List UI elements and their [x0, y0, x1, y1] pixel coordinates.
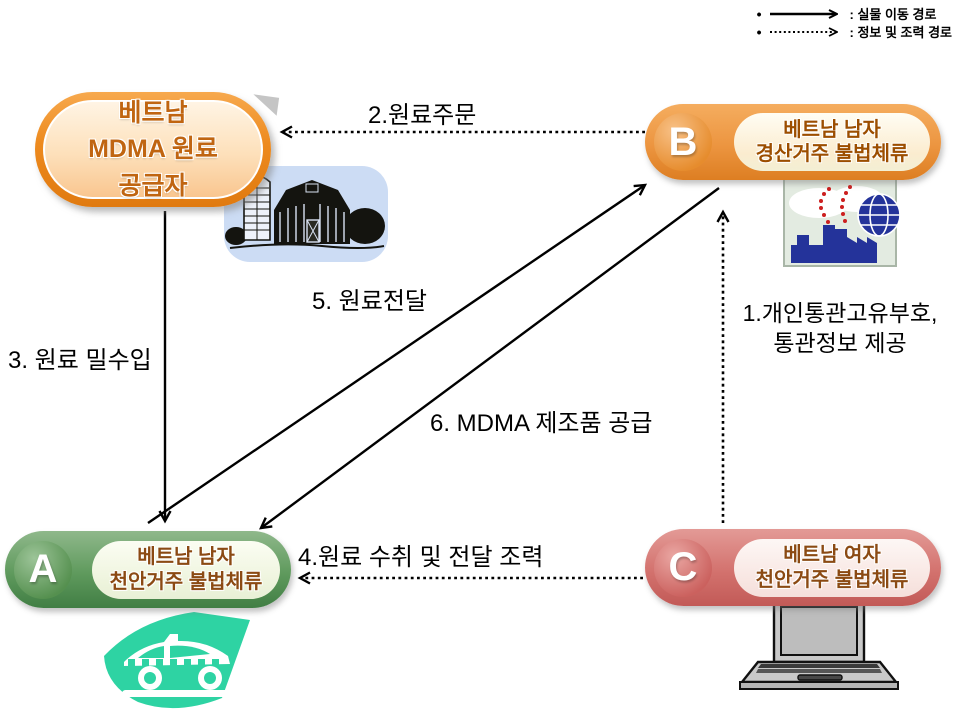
node-a-body: 베트남 남자 천안거주 불법체류: [92, 540, 280, 599]
arrow-label-1-line1: 1.개인통관고유부호,: [742, 300, 938, 326]
node-c-line: 베트남 여자: [783, 544, 881, 567]
node-c: C 베트남 여자 천안거주 불법체류: [645, 529, 941, 606]
arrow-label-4: 4.원료 수취 및 전달 조력: [298, 544, 544, 571]
laptop-icon: [739, 598, 899, 690]
arrow-5-material-delivery: [147, 183, 648, 524]
node-a-badge: A: [14, 540, 72, 599]
node-supplier-body: 베트남 MDMA 원료 공급자: [43, 99, 263, 200]
legend-bullet: •: [756, 5, 762, 22]
node-b-line: 경산거주 불법체류: [755, 143, 909, 165]
dotted-arrow-icon: [769, 25, 846, 39]
arrow-label-5: 5. 원료전달: [312, 288, 428, 315]
factory-globe-icon: [783, 177, 901, 267]
node-c-line: 천안거주 불법체류: [755, 568, 909, 591]
legend-row-solid: • : 실물 이동 경로: [756, 5, 952, 23]
node-a-line: 베트남 남자: [137, 546, 235, 569]
node-b-body: 베트남 남자 경산거주 불법체류: [734, 113, 930, 171]
solid-arrow-icon: [769, 7, 846, 21]
node-c-body: 베트남 여자 천안거주 불법체류: [734, 538, 930, 597]
arrow-label-3: 3. 원료 밀수입: [8, 347, 152, 374]
node-supplier-line: 베트남: [118, 99, 188, 128]
arrow-label-1-line2: 통관정보 제공: [773, 329, 907, 356]
arrow-6-mdma-supply: [259, 187, 720, 530]
legend-label-dotted: : 정보 및 조력 경로: [849, 25, 953, 40]
node-a-line: 천안거주 불법체류: [109, 570, 263, 593]
node-b-badge: B: [654, 113, 712, 171]
node-b-line: 베트남 남자: [783, 118, 881, 141]
arrow-label-2: 2.원료주문: [368, 102, 477, 129]
arrow-label-1: 1.개인통관고유부호, 통관정보 제공: [718, 299, 960, 359]
legend: • : 실물 이동 경로 • : 정보 및 조력 경로: [756, 5, 953, 41]
legend-label-solid: : 실물 이동 경로: [849, 7, 937, 22]
node-c-badge: C: [654, 538, 712, 597]
node-a: A 베트남 남자 천안거주 불법체류: [5, 531, 291, 608]
node-supplier-line: 공급자: [118, 171, 188, 200]
node-b: B 베트남 남자 경산거주 불법체류: [645, 104, 941, 180]
arrow-label-6: 6. MDMA 제조품 공급: [430, 410, 653, 437]
barn-silo-icon: [224, 166, 388, 262]
legend-row-dotted: • : 정보 및 조력 경로: [756, 23, 953, 41]
taxi-icon: [104, 612, 250, 709]
node-supplier-line: MDMA 원료: [88, 135, 218, 164]
legend-bullet: •: [756, 23, 762, 40]
node-supplier: 베트남 MDMA 원료 공급자: [35, 92, 271, 207]
